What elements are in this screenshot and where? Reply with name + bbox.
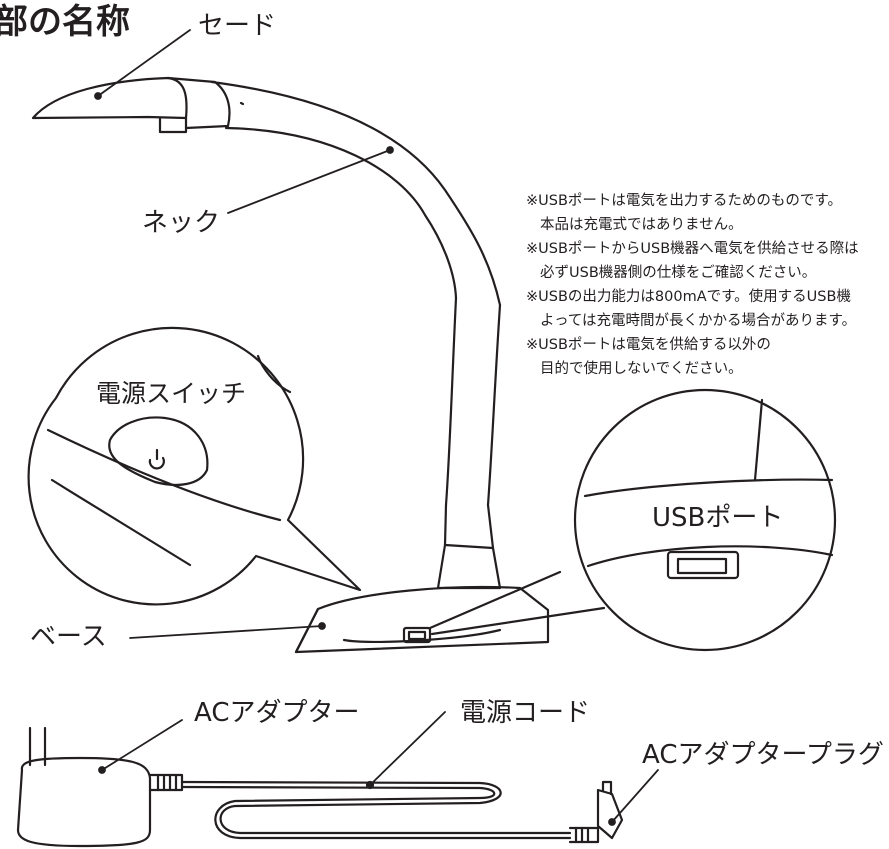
neck-drawing [210, 80, 502, 507]
label-ac-adapter-plug: ACアダプタープラグ [642, 740, 884, 770]
label-neck: ネック [142, 208, 221, 238]
page-title: 部の名称 [0, 2, 130, 42]
label-ac-adapter: ACアダプター [194, 698, 360, 728]
note-line: よっては充電時間が長くかかる場合があります。 [540, 313, 857, 329]
plug-drawing [568, 780, 624, 844]
note-line: 目的で使用しないでください。 [540, 361, 743, 377]
adapter-drawing [16, 726, 184, 848]
note-line: ※USBポートは電気を供給する以外の [526, 337, 771, 353]
switch-zoom-circle [27, 326, 362, 606]
usb-zoom-circle [428, 388, 837, 652]
note-line: ※USBポートからUSB機器へ電気を供給させる際は [526, 241, 859, 257]
label-base: ベース [30, 622, 107, 652]
note-line: ※USBの出力能力は800mAです。使用するUSB機 [526, 289, 851, 305]
note-line: ※USBポートは電気を出力するためのものです。 [526, 193, 842, 209]
leader-lines [94, 29, 659, 826]
note-line: 本品は充電式ではありません。 [540, 217, 743, 233]
note-line: 必ずUSB機器側の仕様をご確認ください。 [540, 265, 817, 281]
label-shade: セード [198, 11, 277, 41]
shade-drawing [31, 76, 231, 134]
label-usb-port: USBポート [652, 503, 784, 533]
label-power-cord: 電源コード [460, 698, 591, 728]
label-power-switch: 電源スイッチ [96, 379, 247, 408]
base-drawing [294, 503, 550, 654]
cord-drawing [180, 780, 572, 840]
